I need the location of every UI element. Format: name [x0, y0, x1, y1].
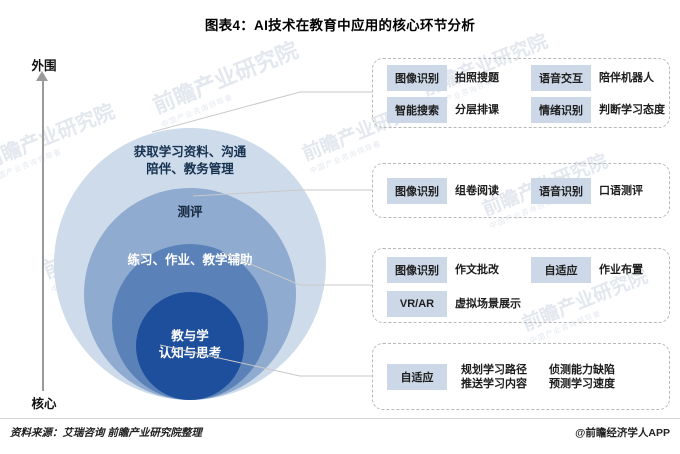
concentric-circle-diagram: 获取学习资料、沟通 陪伴、教务管理 测评 练习、作业、教学辅助 教与学 认知与思…: [54, 128, 326, 400]
tag-item[interactable]: 语音识别: [531, 178, 591, 204]
tag-description: 作文批改: [455, 264, 499, 276]
connector-line-3: [221, 251, 372, 286]
connector-line-2: [192, 189, 372, 197]
page-title: 图表4：AI技术在教育中应用的核心环节分析: [204, 18, 476, 33]
tag-description: 组卷阅读: [455, 185, 499, 197]
circle-outer-label: 获取学习资料、沟通 陪伴、教务管理: [133, 145, 247, 176]
tag-item[interactable]: 自适应: [531, 257, 591, 283]
tag-description: 虚拟场景展示: [455, 298, 521, 310]
core-to-periphery-axis: 外围 核心: [16, 55, 72, 411]
tag-item[interactable]: 自适应: [387, 364, 447, 390]
connector-line-1: [151, 91, 372, 133]
tag-description: 口语测评: [599, 185, 643, 197]
tag-description: 侦测能力缺陷 预测学习速度: [549, 364, 615, 390]
axis-bottom-label: 核心: [31, 397, 57, 411]
panel-outer-ring[interactable]: 图像识别 拍照搜题 语音交互 陪伴机器人 智能搜索 分层排课 情绪识别 判断学习…: [372, 58, 670, 128]
tag-item[interactable]: 语音交互: [531, 65, 591, 91]
brand-label: @前瞻经济学人APP: [575, 427, 670, 439]
source-note: 资料来源：艾瑞咨询 前瞻产业研究院整理: [10, 427, 202, 439]
tag-item[interactable]: VR/AR: [387, 291, 447, 317]
tag-description: 规划学习路径 推送学习内容: [461, 364, 527, 390]
axis-top-label: 外围: [31, 59, 57, 73]
connector-line-4: [159, 344, 372, 377]
tag-description: 判断学习态度: [599, 104, 665, 116]
tag-description: 分层排课: [455, 104, 499, 116]
tag-description: 陪伴机器人: [599, 72, 654, 84]
circle-core: [136, 292, 244, 400]
arrow-up-icon: [36, 71, 48, 81]
circle-core-label: 教与学 认知与思考: [158, 329, 222, 360]
footer-divider: [0, 418, 680, 419]
axis-line: [42, 79, 44, 391]
tag-item[interactable]: 情绪识别: [531, 97, 591, 123]
panel-second-ring[interactable]: 图像识别 组卷阅读 语音识别 口语测评: [372, 163, 670, 218]
panel-core-ring[interactable]: 自适应 规划学习路径 推送学习内容 侦测能力缺陷 预测学习速度: [372, 343, 670, 410]
panel-third-ring[interactable]: 图像识别 作文批改 自适应 作业布置 VR/AR 虚拟场景展示: [372, 248, 670, 323]
tag-description: 拍照搜题: [455, 72, 499, 84]
circle-second-label: 测评: [177, 205, 203, 219]
tag-item[interactable]: 图像识别: [387, 178, 447, 204]
tag-item[interactable]: 图像识别: [387, 257, 447, 283]
circle-third-label: 练习、作业、教学辅助: [127, 253, 253, 267]
tag-item[interactable]: 智能搜索: [387, 97, 447, 123]
tag-item[interactable]: 图像识别: [387, 65, 447, 91]
tag-description: 作业布置: [599, 264, 643, 276]
